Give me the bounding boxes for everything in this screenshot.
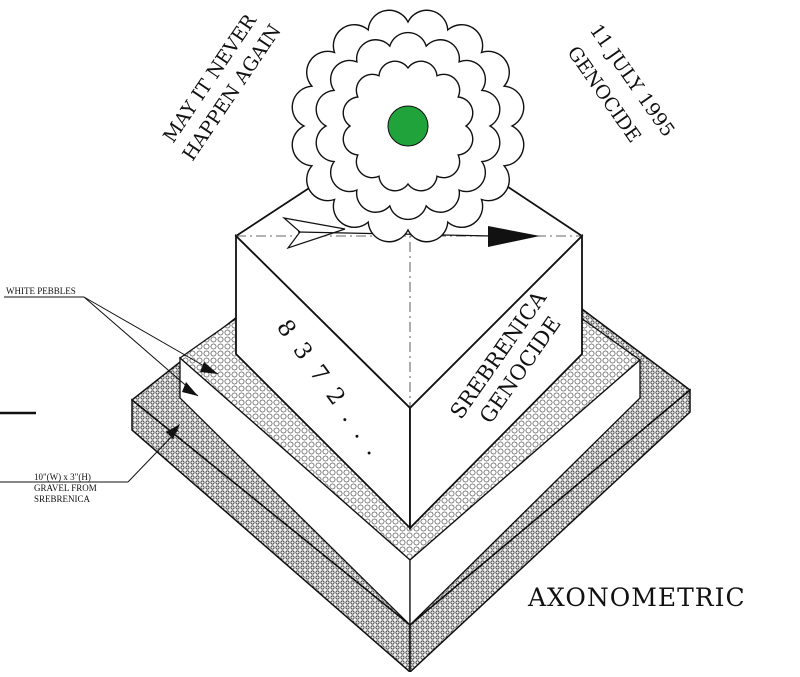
gravel-label-2: GRAVEL FROM [34,483,97,493]
flower-emblem [291,9,525,243]
gravel-label-3: SREBRENICA [34,494,91,504]
pebbles-callout: WHITE PEBBLES [4,286,219,397]
pebbles-label: WHITE PEBBLES [6,286,76,296]
gravel-callout: 10"(W) x 3"(H) GRAVEL FROM SREBRENICA [0,424,180,504]
gravel-label-1: 10"(W) x 3"(H) [34,472,91,482]
flower-center [387,105,429,147]
view-title: AXONOMETRIC [527,583,746,612]
